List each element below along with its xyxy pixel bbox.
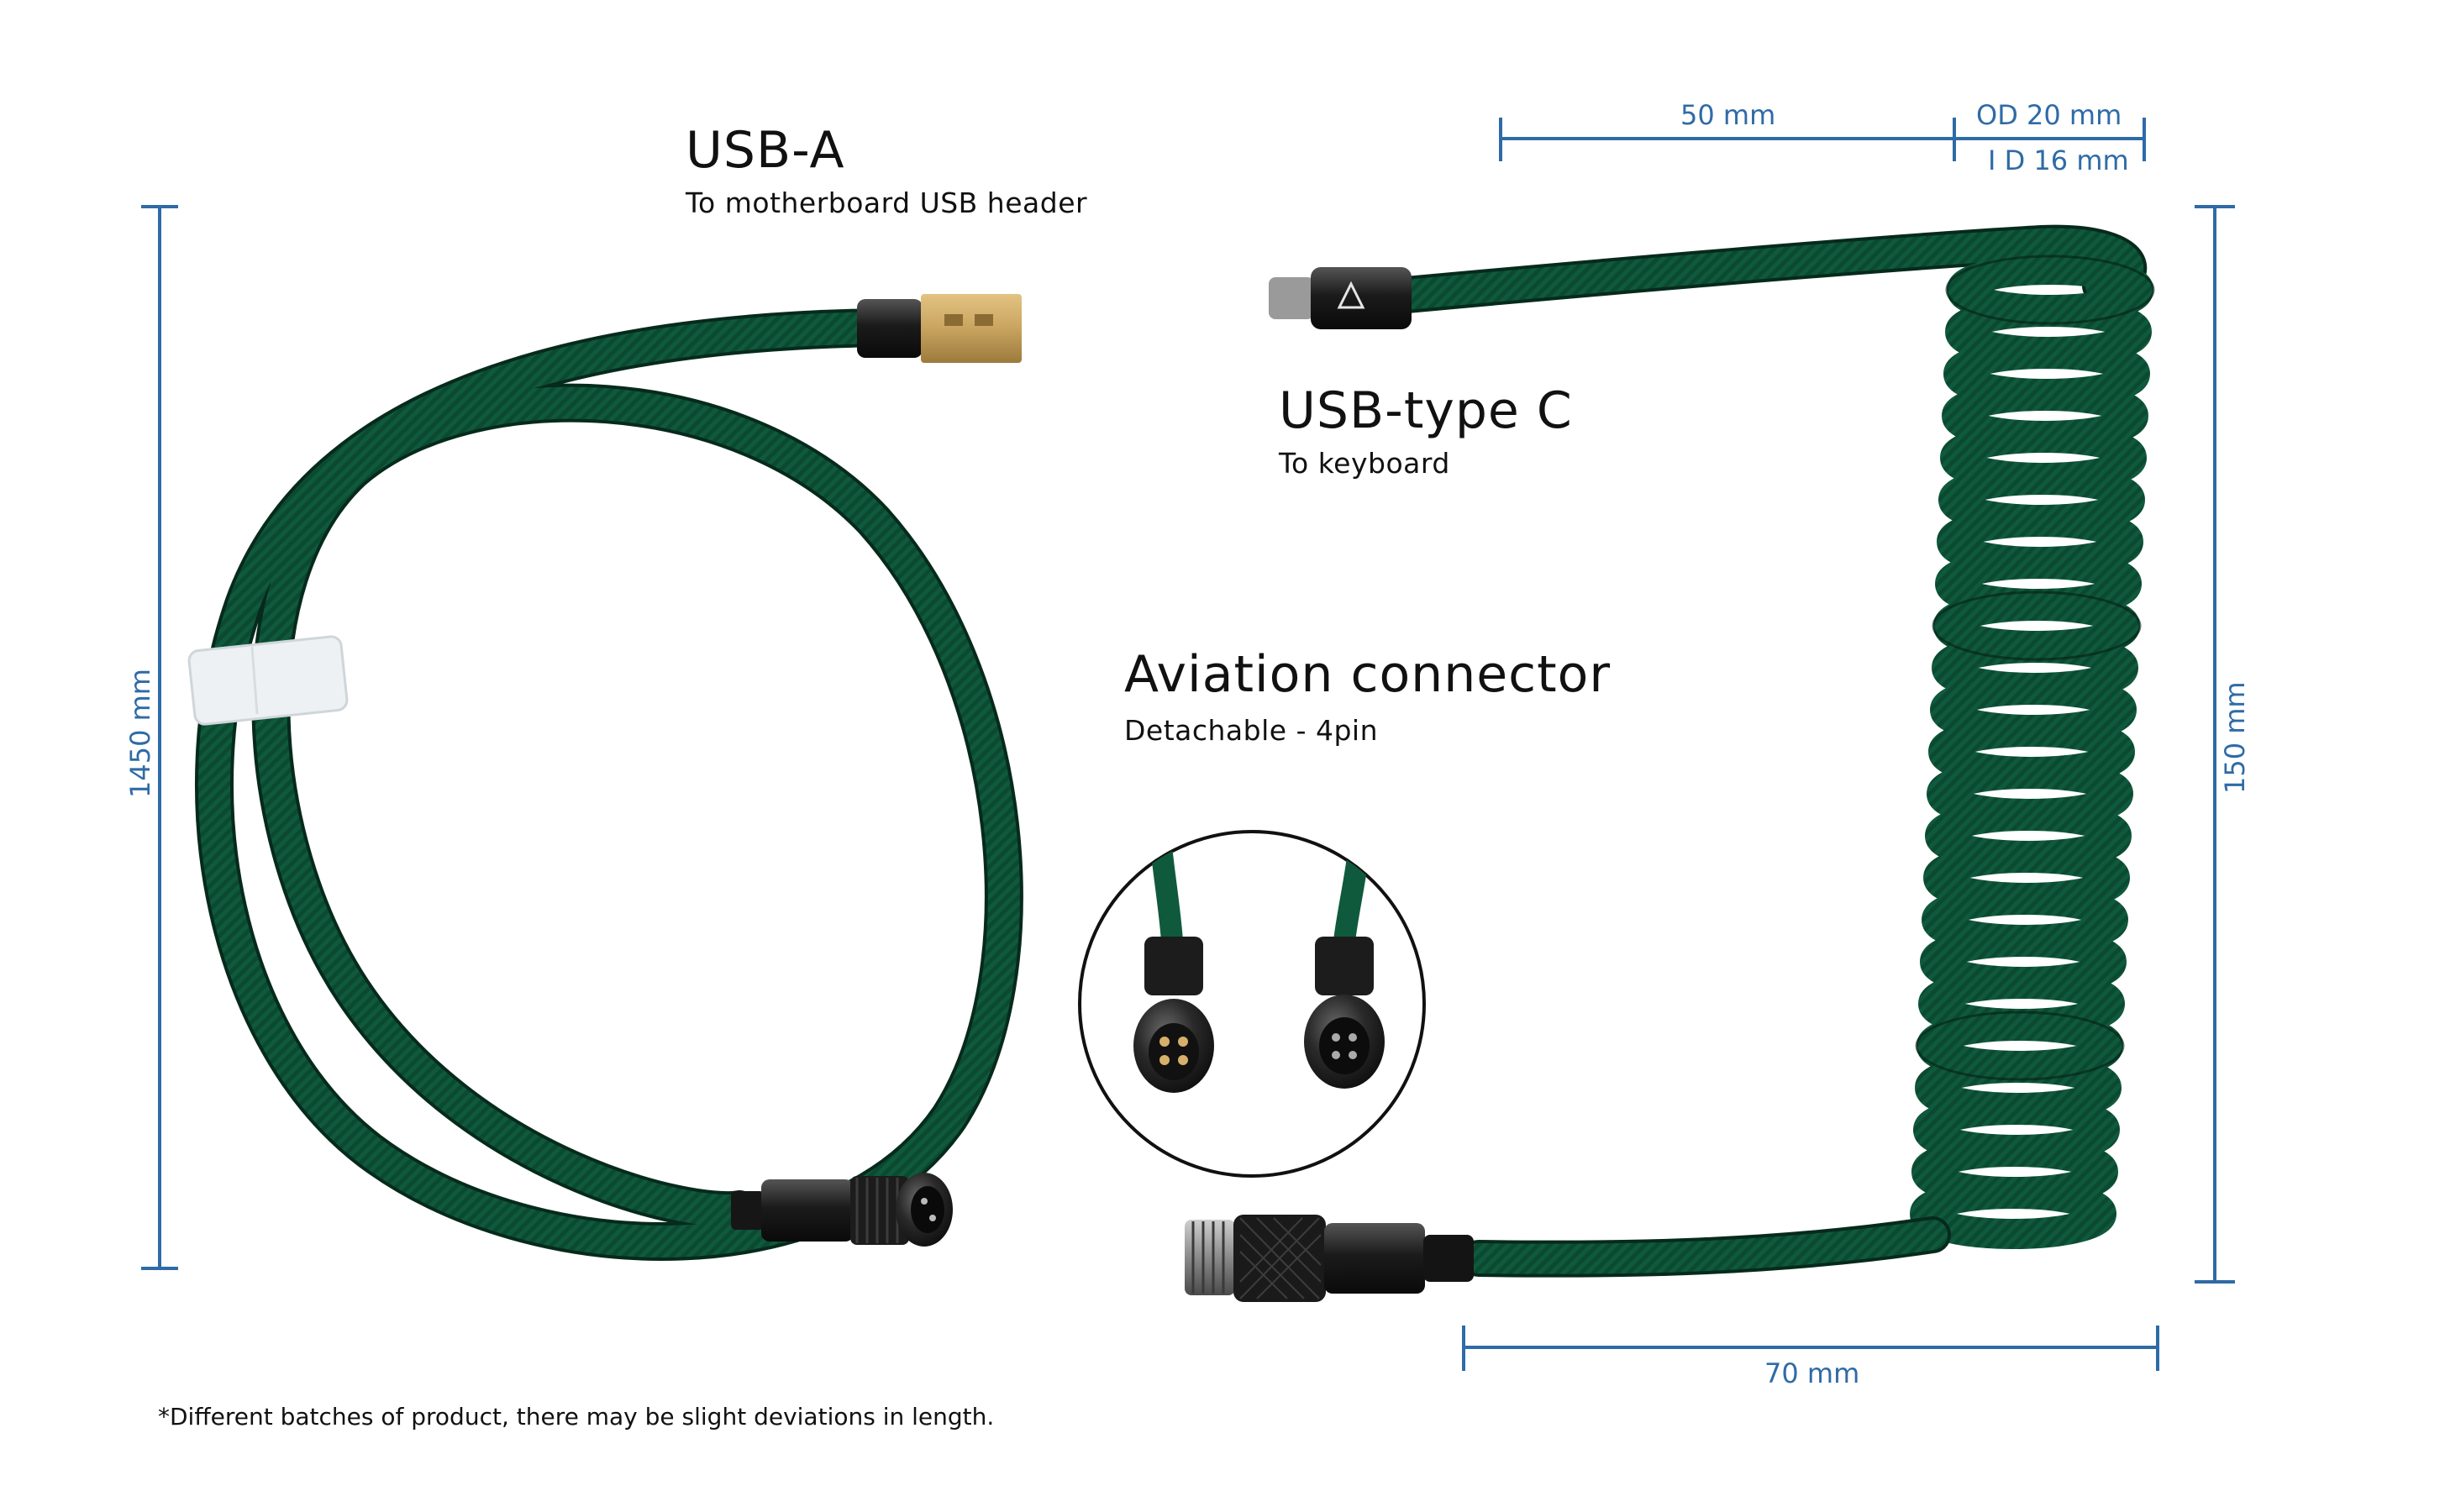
aviation-connector-inset bbox=[1078, 830, 1426, 1178]
coil-height-dimension: 150 mm bbox=[2219, 681, 2251, 794]
usb-a-subtitle: To motherboard USB header bbox=[686, 186, 1088, 219]
velcro-strap-icon bbox=[187, 635, 349, 726]
aviation-title: Aviation connector bbox=[1124, 645, 1612, 704]
usb-c-plug-icon bbox=[1269, 267, 1412, 329]
aviation-female-connector-icon bbox=[731, 1173, 953, 1247]
outer-diameter-dimension: OD 20 mm bbox=[1976, 99, 2122, 131]
coiled-cable bbox=[1343, 224, 2155, 1278]
usb-a-title: USB-A bbox=[686, 121, 845, 180]
footnote: *Different batches of product, there may… bbox=[158, 1403, 995, 1431]
usb-a-plug-icon bbox=[857, 294, 1022, 363]
left-cable bbox=[195, 308, 1023, 1261]
aviation-male-connector-icon bbox=[1185, 1215, 1474, 1302]
dimension-lines bbox=[141, 118, 2235, 1371]
aviation-subtitle: Detachable - 4pin bbox=[1124, 714, 1378, 747]
top-length-dimension: 50 mm bbox=[1680, 99, 1776, 131]
left-length-dimension: 1450 mm bbox=[124, 669, 156, 798]
bottom-length-dimension: 70 mm bbox=[1764, 1357, 1860, 1389]
usb-c-title: USB-type C bbox=[1279, 381, 1573, 440]
usb-c-subtitle: To keyboard bbox=[1279, 447, 1450, 480]
inner-diameter-dimension: I D 16 mm bbox=[1988, 144, 2129, 176]
